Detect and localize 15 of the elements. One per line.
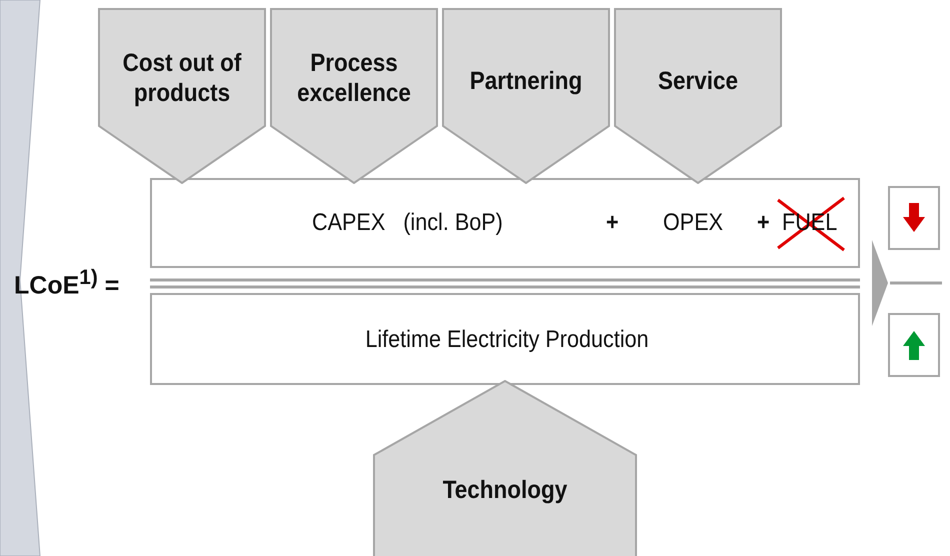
numerator-box bbox=[150, 178, 860, 268]
plus-sign: + bbox=[606, 209, 619, 237]
formula-term: CAPEX (incl. BoP) bbox=[312, 209, 503, 237]
indicator-box bbox=[888, 186, 940, 250]
chevron-label: Process excellence bbox=[296, 48, 412, 108]
denominator-box bbox=[150, 293, 860, 385]
chevron-label: Partnering bbox=[468, 66, 584, 96]
formula-label: LCoE$^{1)}$ = bbox=[14, 266, 120, 300]
formula-term: Lifetime Electricity Production bbox=[364, 326, 650, 354]
chevron-label: Cost out of products bbox=[122, 48, 242, 108]
plus-sign: + bbox=[757, 209, 770, 237]
chevron-label: Technology bbox=[442, 475, 568, 505]
chevron-label: Service bbox=[656, 66, 740, 96]
indicator-box bbox=[888, 313, 940, 377]
formula-term: OPEX bbox=[663, 209, 724, 237]
